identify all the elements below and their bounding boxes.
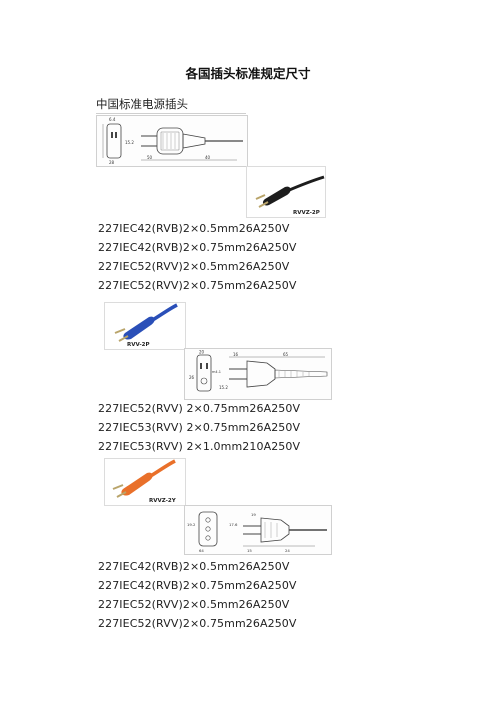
dim-label: 64 bbox=[199, 548, 204, 553]
dim-label: 19 bbox=[251, 512, 256, 517]
spec-line: 227IEC53(RVV) 2×0.75mm26A250V bbox=[98, 421, 301, 434]
document-title: 各国插头标准规定尺寸 bbox=[185, 66, 311, 81]
dim-label: 6.4 bbox=[109, 117, 116, 122]
plug-dimension-drawing-1: 6.4 28 50 40 15.2 bbox=[96, 115, 248, 167]
photo-label: RVVZ-2Y bbox=[149, 498, 177, 504]
plug-photo-rvv-2p: RVV-2P bbox=[104, 302, 186, 350]
dim-label: 24 bbox=[285, 548, 290, 553]
spec-line: 227IEC42(RVB)2×0.75mm26A250V bbox=[98, 241, 297, 254]
dim-label: 20 bbox=[199, 350, 205, 355]
plug-photo-rvvz-2y: RVVZ-2Y bbox=[104, 458, 186, 506]
dim-label: 17.6 bbox=[229, 522, 238, 527]
section-heading: 中国标准电源插头 bbox=[96, 97, 188, 111]
spec-line: 227IEC52(RVV) 2×0.75mm26A250V bbox=[98, 402, 301, 415]
dim-label: 16 bbox=[233, 352, 239, 357]
spec-line: 227IEC52(RVV)2×0.75mm26A250V bbox=[98, 617, 297, 630]
photo-label: RVV-2P bbox=[127, 342, 150, 348]
dim-label: 15.2 bbox=[125, 140, 134, 145]
spec-line: 227IEC52(RVV)2×0.5mm26A250V bbox=[98, 260, 290, 273]
dim-label: 19.2 bbox=[187, 522, 196, 527]
spec-line: 227IEC53(RVV) 2×1.0mm210A250V bbox=[98, 440, 301, 453]
spec-line: 227IEC52(RVV)2×0.5mm26A250V bbox=[98, 598, 290, 611]
plug-dimension-drawing-2: 20 26 m4.1 16 65 15.2 bbox=[184, 348, 332, 400]
dim-label: 40 bbox=[205, 155, 211, 160]
spec-line: 227IEC52(RVV)2×0.75mm26A250V bbox=[98, 279, 297, 292]
section-divider bbox=[96, 113, 246, 114]
dim-label: 15.2 bbox=[219, 385, 228, 390]
dim-label: 65 bbox=[283, 352, 289, 357]
dim-label: 28 bbox=[109, 160, 115, 165]
photo-label: RVVZ-2P bbox=[293, 210, 320, 216]
dim-label: 15 bbox=[247, 548, 252, 553]
spec-line: 227IEC42(RVB)2×0.75mm26A250V bbox=[98, 579, 297, 592]
dim-label: 50 bbox=[147, 155, 153, 160]
plug-dimension-drawing-3: 19.2 64 17.6 15 24 19 bbox=[184, 505, 332, 555]
dim-label: 26 bbox=[189, 375, 195, 380]
spec-line: 227IEC42(RVB)2×0.5mm26A250V bbox=[98, 560, 290, 573]
dim-label: m4.1 bbox=[212, 370, 221, 374]
plug-photo-rvvz-2p: RVVZ-2P bbox=[246, 166, 326, 218]
spec-line: 227IEC42(RVB)2×0.5mm26A250V bbox=[98, 222, 290, 235]
